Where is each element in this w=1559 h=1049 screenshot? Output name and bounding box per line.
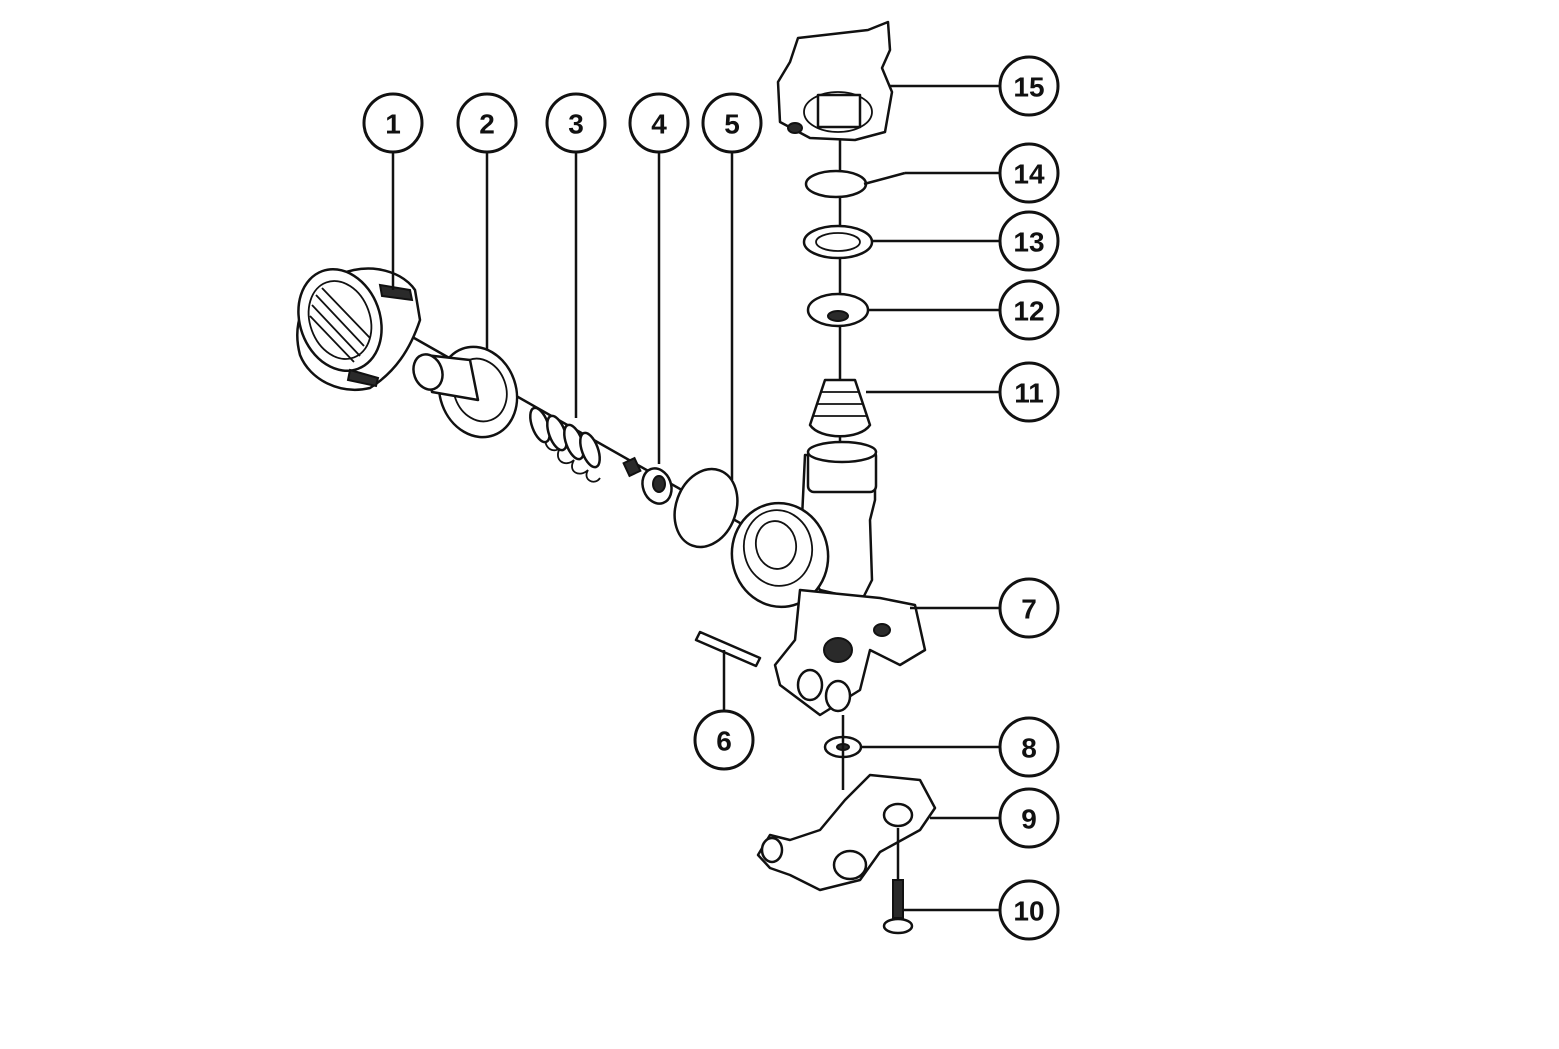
- callout-4: 4: [628, 92, 690, 154]
- callout-label: 14: [1013, 159, 1045, 190]
- part-2-valve-body: [412, 345, 519, 439]
- part-4-valve-poppet: [622, 456, 673, 505]
- part-15-nozzle-cap: [776, 20, 894, 142]
- callout-label: 4: [651, 109, 667, 140]
- part-1-threaded-cap: [296, 267, 422, 391]
- callout-2: 2: [456, 92, 518, 154]
- callout-label: 10: [1013, 896, 1044, 927]
- callout-label: 15: [1013, 72, 1044, 103]
- part-3-spring: [529, 406, 601, 483]
- part-13-ring: [802, 224, 874, 260]
- callout-label: 8: [1021, 733, 1037, 764]
- callout-15: 15: [998, 55, 1060, 117]
- callout-14: 14: [998, 142, 1060, 204]
- callout-label: 9: [1021, 804, 1037, 835]
- part-9-lever: [756, 773, 937, 892]
- callout-label: 2: [479, 109, 495, 140]
- callout-label: 13: [1013, 227, 1044, 258]
- callout-9: 9: [998, 787, 1060, 849]
- callout-label: 11: [1014, 378, 1044, 409]
- callout-label: 3: [568, 109, 584, 140]
- part-12-nut: [806, 292, 870, 328]
- callout-7: 7: [998, 577, 1060, 639]
- callout-6: 6: [693, 709, 755, 771]
- callout-label: 7: [1021, 594, 1037, 625]
- part-14-disc: [804, 169, 868, 199]
- callout-10: 10: [998, 879, 1060, 941]
- leader-lines: [391, 84, 1000, 912]
- part-6-pin: [694, 630, 762, 668]
- callout-1: 1: [362, 92, 424, 154]
- callout-8: 8: [998, 716, 1060, 778]
- callout-label: 5: [724, 109, 740, 140]
- part-11-cone-filter: [808, 378, 872, 438]
- callout-3: 3: [545, 92, 607, 154]
- callout-5: 5: [701, 92, 763, 154]
- callout-12: 12: [998, 279, 1060, 341]
- part-7-main-housing: [730, 440, 927, 717]
- callout-13: 13: [998, 210, 1060, 272]
- callout-label: 12: [1013, 296, 1044, 327]
- callout-label: 1: [385, 109, 401, 140]
- part-10-screw: [882, 828, 914, 935]
- callout-label: 6: [716, 726, 732, 757]
- callout-11: 11: [998, 361, 1060, 423]
- part-5-diaphragm: [673, 467, 739, 549]
